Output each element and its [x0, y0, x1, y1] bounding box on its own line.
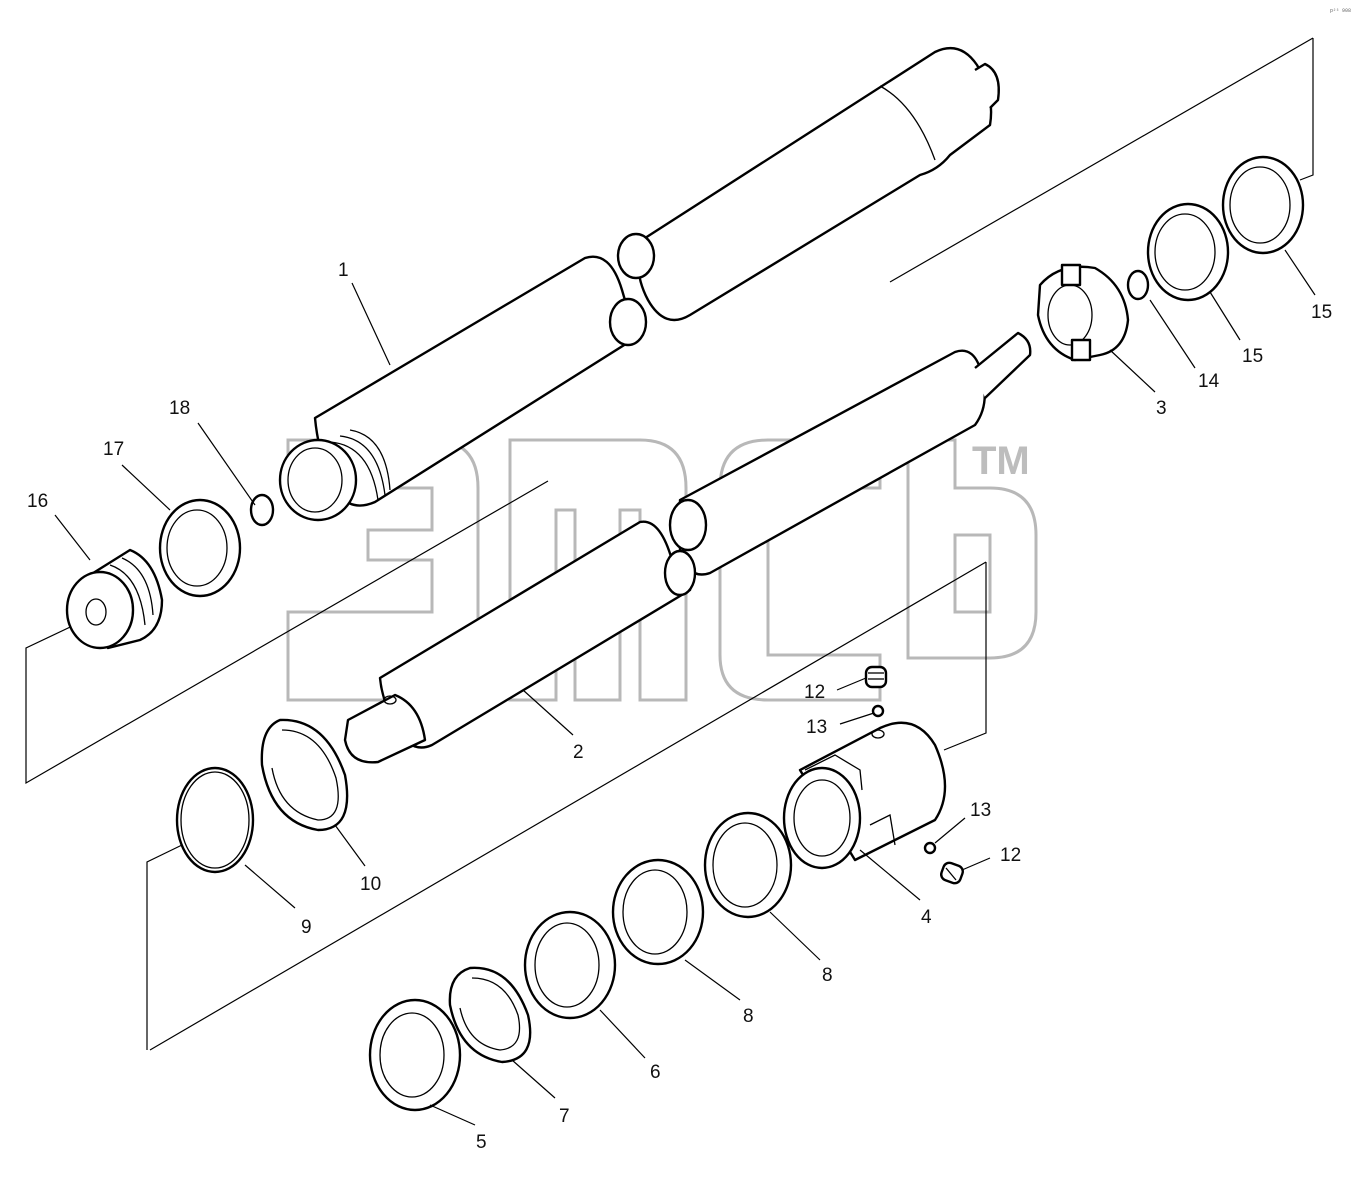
- part-8-ring-upper: [703, 811, 793, 919]
- part-17-ring: [158, 498, 242, 598]
- leader-lines: [54, 249, 1316, 1126]
- part-2-piston-rod: [343, 331, 1032, 764]
- part-13-ball-upper: [871, 704, 885, 718]
- callout-7: 7: [559, 1106, 570, 1127]
- corner-code: p²³ 908: [1330, 8, 1351, 14]
- callout-17: 17: [103, 439, 124, 460]
- callout-3: 3: [1156, 398, 1167, 419]
- callout-6: 6: [650, 1062, 661, 1083]
- callout-12-upper: 12: [804, 682, 825, 703]
- callout-15-inner: 15: [1242, 346, 1263, 367]
- part-3-split-collar: [1036, 263, 1130, 362]
- part-8-ring-lower: [611, 858, 705, 966]
- part-4-cylinder-head: [782, 721, 947, 870]
- part-13-ball-lower: [923, 841, 937, 855]
- part-15-ring-outer: [1221, 155, 1305, 255]
- part-12-set-screw-lower: [940, 861, 964, 885]
- callout-15-outer: 15: [1311, 302, 1332, 323]
- callout-10: 10: [360, 874, 381, 895]
- watermark-logo: TM: [286, 438, 1038, 702]
- part-12-set-screw-upper: [864, 665, 888, 689]
- part-5-ring: [368, 998, 462, 1112]
- callout-18: 18: [169, 398, 190, 419]
- part-6-ring: [523, 910, 617, 1020]
- callout-5: 5: [476, 1132, 487, 1153]
- callout-16: 16: [27, 491, 48, 512]
- callout-8-upper: 8: [822, 965, 833, 986]
- callout-14: 14: [1198, 371, 1220, 392]
- callout-2: 2: [573, 742, 584, 763]
- callout-labels: 1 2 3 4 5 6 7 8 8 9 10 12 12 13 13 14 15…: [27, 260, 1332, 1153]
- callout-12-lower: 12: [1000, 845, 1021, 866]
- callout-9: 9: [301, 917, 312, 938]
- part-10-split-ring: [260, 718, 349, 832]
- callout-4: 4: [921, 907, 932, 928]
- callout-13-lower: 13: [970, 800, 991, 821]
- part-1-cylinder-barrel: [278, 47, 1000, 522]
- part-16-piston: [65, 548, 164, 650]
- part-15-ring-inner: [1146, 202, 1230, 302]
- callout-13-upper: 13: [806, 717, 827, 738]
- assembly-frame-lines: [25, 37, 1314, 1051]
- callout-1: 1: [338, 260, 349, 281]
- watermark-trademark: TM: [972, 439, 1030, 483]
- part-14-snap-ring: [1126, 269, 1150, 301]
- part-18-snap-ring: [249, 493, 275, 527]
- part-9-o-ring: [175, 766, 255, 874]
- part-7-split-ring: [448, 966, 532, 1064]
- callout-8-lower: 8: [743, 1006, 754, 1027]
